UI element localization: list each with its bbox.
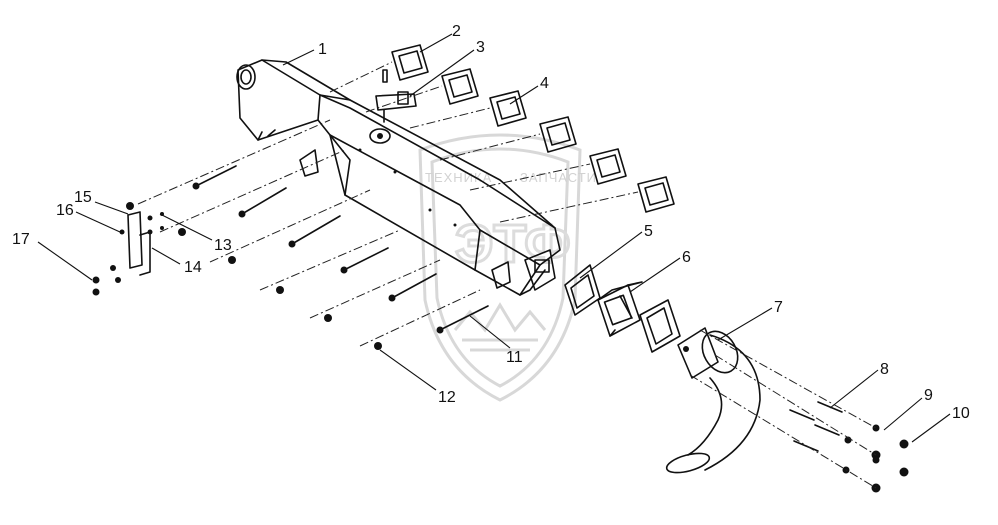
callout-9: 9	[924, 387, 933, 404]
callout-labels: 1 2 3 4 5 6 7 8 9 10 11 12 13 14 15 16 1…	[12, 23, 970, 422]
leader-lines	[37, 33, 951, 443]
callout-6: 6	[682, 249, 691, 266]
bolt-set	[126, 165, 489, 350]
gasket-group	[391, 44, 675, 213]
shield-emblem-icon: ТЕХНИКА ЗАПЧАСТИ ЭТФ	[418, 133, 597, 402]
watermark-text-right: ЗАПЧАСТИ	[520, 170, 597, 185]
callout-16: 16	[56, 202, 74, 219]
callout-8: 8	[880, 361, 889, 378]
callout-11: 11	[506, 349, 523, 366]
callout-15: 15	[74, 189, 92, 206]
exhaust-manifold	[236, 59, 561, 296]
callout-12: 12	[438, 389, 456, 406]
exhaust-elbow-pipe	[665, 327, 761, 474]
callout-1: 1	[318, 41, 327, 58]
flange-assembly	[564, 264, 681, 353]
sensor-part	[375, 69, 417, 123]
callout-4: 4	[540, 75, 549, 92]
stud-nut-set	[789, 401, 909, 493]
mounting-bracket	[92, 211, 164, 296]
callout-10: 10	[952, 405, 970, 422]
watermark-text-left: ТЕХНИКА	[425, 170, 492, 185]
callout-14: 14	[184, 259, 202, 276]
callout-2: 2	[452, 23, 461, 40]
callout-13: 13	[214, 237, 232, 254]
callout-17: 17	[12, 231, 30, 248]
assembly-axes	[137, 61, 877, 489]
callout-7: 7	[774, 299, 783, 316]
callout-3: 3	[476, 39, 485, 56]
callout-5: 5	[644, 223, 653, 240]
